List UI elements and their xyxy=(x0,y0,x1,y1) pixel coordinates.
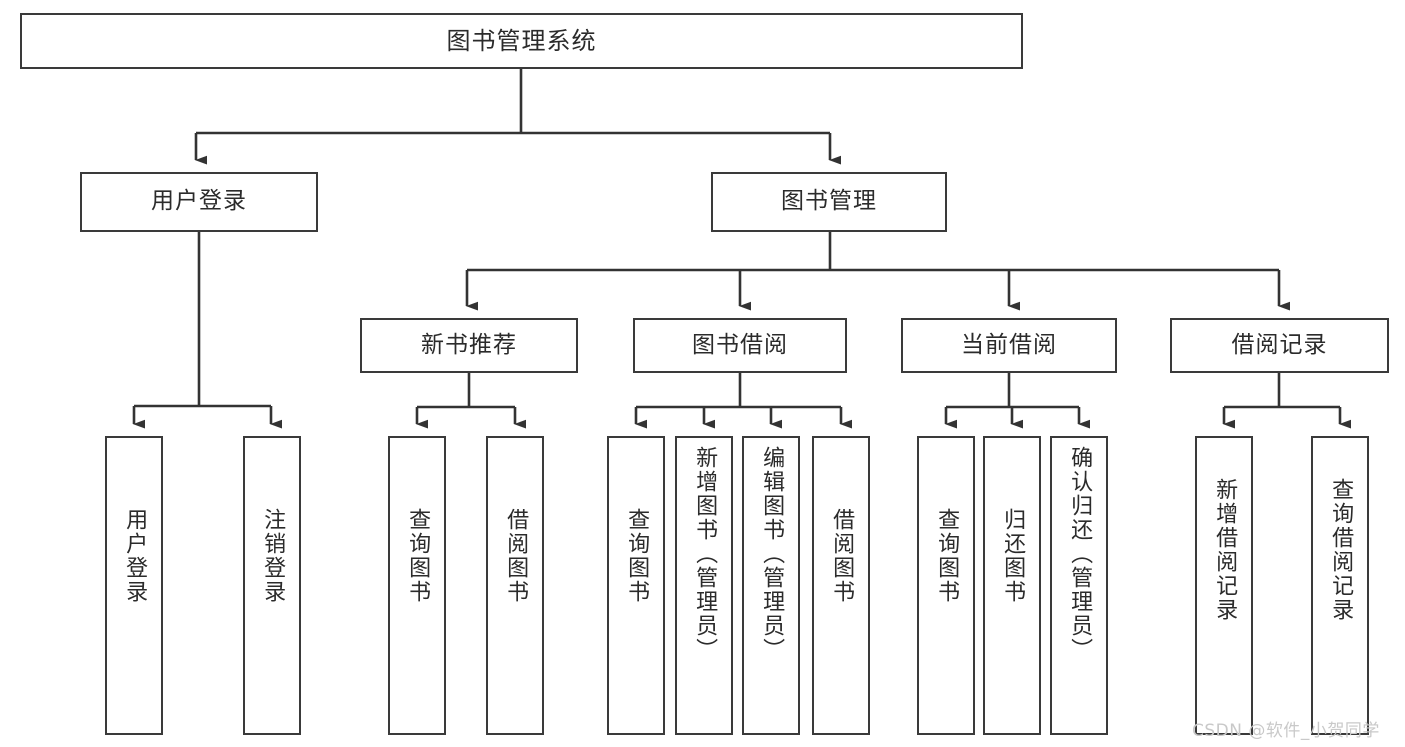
leaf-new-book-borrow-book[interactable]: 借阅图书 xyxy=(486,436,544,735)
leaf-book-borrow-query-book[interactable]: 查询图书 xyxy=(607,436,665,735)
leaf-label: 新增借阅记录 xyxy=(1212,478,1238,622)
leaf-book-borrow-borrow-book[interactable]: 借阅图书 xyxy=(812,436,870,735)
leaf-label: 查询借阅记录 xyxy=(1328,478,1354,622)
leaf-label: 归还图书 xyxy=(1000,508,1026,604)
node-book-management[interactable]: 图书管理 xyxy=(711,172,947,232)
leaf-label: 借阅图书 xyxy=(503,508,529,604)
node-root-system[interactable]: 图书管理系统 xyxy=(20,13,1023,69)
leaf-label: 查询图书 xyxy=(624,508,650,604)
leaf-borrow-record-add-record[interactable]: 新增借阅记录 xyxy=(1195,436,1253,735)
leaf-current-borrow-confirm-return-admin[interactable]: 确认归还（管理员） xyxy=(1050,436,1108,735)
leaf-label: 查询图书 xyxy=(934,508,960,604)
csdn-watermark: CSDN @软件_小贺同学 xyxy=(1192,721,1380,741)
leaf-label: 确认归还（管理员） xyxy=(1067,446,1093,662)
leaf-label: 编辑图书（管理员） xyxy=(759,446,785,662)
leaf-book-borrow-add-book-admin[interactable]: 新增图书（管理员） xyxy=(675,436,733,735)
leaf-current-borrow-return-book[interactable]: 归还图书 xyxy=(983,436,1041,735)
node-new-book-recommend[interactable]: 新书推荐 xyxy=(360,318,578,373)
leaf-user-login-logout[interactable]: 注销登录 xyxy=(243,436,301,735)
leaf-label: 用户登录 xyxy=(122,508,148,604)
node-current-borrow[interactable]: 当前借阅 xyxy=(901,318,1117,373)
leaf-user-login-login[interactable]: 用户登录 xyxy=(105,436,163,735)
leaf-borrow-record-query-record[interactable]: 查询借阅记录 xyxy=(1311,436,1369,735)
leaf-new-book-query-book[interactable]: 查询图书 xyxy=(388,436,446,735)
leaf-label: 查询图书 xyxy=(405,508,431,604)
leaf-book-borrow-edit-book-admin[interactable]: 编辑图书（管理员） xyxy=(742,436,800,735)
node-borrow-record[interactable]: 借阅记录 xyxy=(1170,318,1389,373)
leaf-current-borrow-query-book[interactable]: 查询图书 xyxy=(917,436,975,735)
leaf-label: 借阅图书 xyxy=(829,508,855,604)
leaf-label: 新增图书（管理员） xyxy=(692,446,718,662)
leaf-label: 注销登录 xyxy=(260,508,286,604)
node-book-borrow[interactable]: 图书借阅 xyxy=(633,318,847,373)
node-user-login[interactable]: 用户登录 xyxy=(80,172,318,232)
